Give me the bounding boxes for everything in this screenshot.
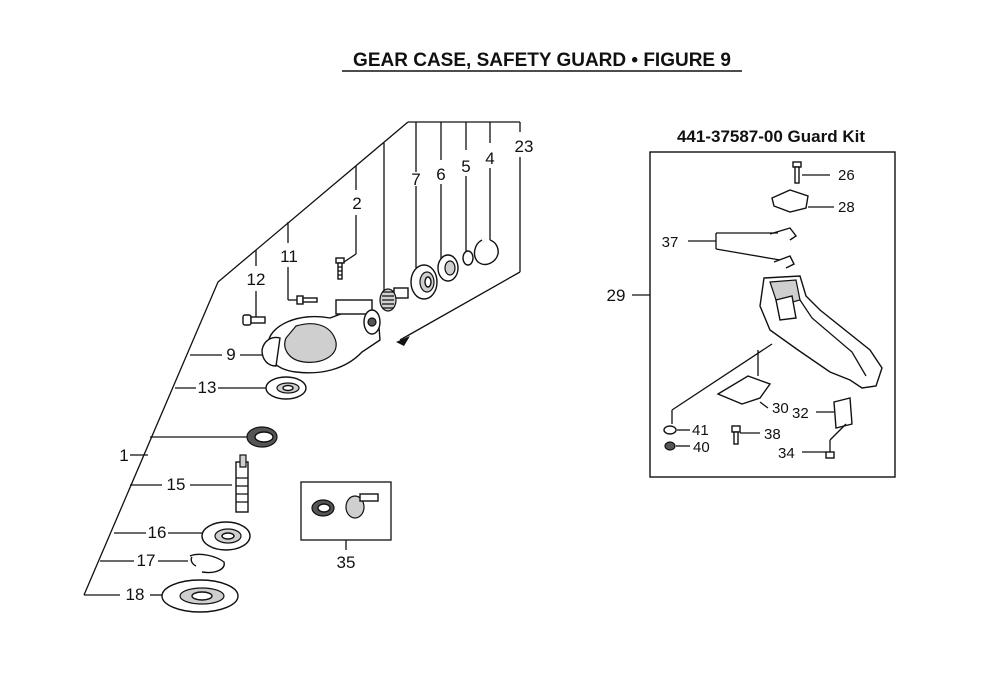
nut-40-icon [664,441,676,451]
callout-1: 1 [119,446,128,465]
guard-kit-title: 441-37587-00 Guard Kit [677,127,865,146]
screw-12-icon [242,314,266,326]
bearing-16-icon [201,521,251,551]
callout-2: 2 [352,194,361,213]
bevel-gear-icon [246,426,278,448]
callout-13: 13 [198,378,217,397]
callout-23: 23 [515,137,534,156]
figure-title: GEAR CASE, SAFETY GUARD • FIGURE 9 [353,50,731,71]
callout-16: 16 [148,523,167,542]
callout-18: 18 [126,585,145,604]
gear-case-parts [161,239,499,613]
callout-38: 38 [764,426,781,443]
callout-40: 40 [693,439,710,456]
callout-37: 37 [662,234,679,251]
callout-4: 4 [485,149,494,168]
guard-kit-parts: 26 28 37 30 41 40 [662,161,883,462]
nut-41-icon [663,425,677,435]
screw-34-icon [825,423,847,459]
screw-38-icon [731,425,741,445]
callout-34: 34 [778,445,795,462]
clamp-28-icon [771,189,809,213]
bearing-6-icon [410,264,438,300]
callout-26: 26 [838,167,855,184]
callout-32: 32 [792,405,809,422]
bracket-32-icon [833,397,853,429]
retainer-disc-icon [161,579,239,613]
bearing-13-icon [265,376,307,400]
pinion-gear-icon [379,287,409,312]
screw-26-icon [792,161,802,184]
pointer-23-icon [396,336,410,346]
kit-35-parts [311,493,379,519]
bearing-5-icon [437,254,459,282]
callout-29: 29 [607,286,626,305]
washer-5-icon [462,250,474,266]
callout-tree [83,121,521,596]
screw-2-icon [335,257,345,280]
bracket-30-icon [716,375,772,405]
clamp-37-icon [769,227,798,269]
snap-ring-17-icon [189,553,225,574]
callout-41: 41 [692,422,709,439]
callout-11: 11 [280,247,298,266]
callout-35: 35 [337,553,356,572]
safety-guard-icon [759,275,883,389]
screw-11-icon [296,295,318,305]
callout-15: 15 [167,475,186,494]
callout-6: 6 [436,165,445,184]
callout-9: 9 [226,345,235,364]
callout-7: 7 [411,170,420,189]
callout-12: 12 [247,270,266,289]
spindle-shaft-icon [235,454,249,513]
gear-case-housing-icon [261,299,381,374]
callout-30: 30 [772,400,789,417]
callout-28: 28 [838,199,855,216]
callout-5: 5 [461,157,470,176]
snap-ring-4-icon [473,239,499,266]
callout-17: 17 [137,551,156,570]
